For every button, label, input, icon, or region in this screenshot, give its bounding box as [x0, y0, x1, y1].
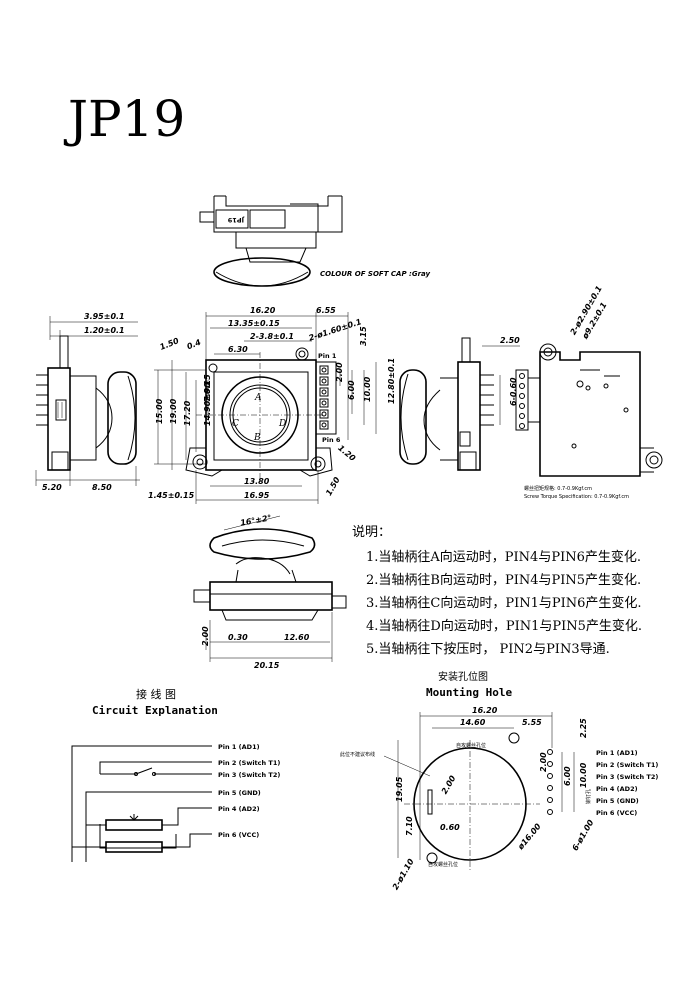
mount-pin: Pin 6 (VCC) [596, 809, 637, 817]
top-view: JP19 COLOUR OF SOFT CAP :Gray [199, 195, 431, 287]
screw-torque-en: Screw Torque Specification: 0.7-0.9Kgf.c… [524, 494, 629, 500]
circuit-pin: Pin 4 (AD2) [218, 805, 260, 813]
mount-dim-7-10: 7.10 [405, 816, 414, 836]
mount-pin: Pin 4 (AD2) [596, 785, 638, 793]
mount-dim-2-1-10: 2-ø1.10 [391, 857, 416, 891]
front-dim-6-55: 6.55 [316, 306, 336, 315]
circuit-title-cn: 接 线 图 [136, 687, 176, 701]
mount-dim-5-55: 5.55 [522, 718, 542, 727]
note-item: 5.当轴柄往下按压时， PIN2与PIN3导通. [366, 642, 610, 657]
top-view-part-label: JP19 [227, 216, 245, 224]
mount-dim-0-60: 0.60 [440, 823, 460, 832]
top-view-cap-colour: COLOUR OF SOFT CAP :Gray [320, 270, 431, 278]
notes: 说明： 1.当轴柄往A向运动时，PIN4与PIN6产生变化. 2.当轴柄往B向运… [352, 525, 642, 657]
front-dim-15-00: 15.00 [155, 398, 164, 424]
mount-dim-16-00: ø16.00 [515, 822, 543, 852]
left-view: 3.95±0.1 1.20±0.1 5.20 8.50 [35, 312, 140, 492]
front-dim-10-00: 10.00 [363, 376, 372, 402]
mount-dim-10-00: 10.00 [579, 762, 588, 788]
circuit-diagram: 接 线 图 Circuit Explanation Pin 1 (AD1) Pi… [71, 687, 280, 862]
mount-dim-2-00-a: 2.00 [539, 752, 548, 772]
note-item: 2.当轴柄往B向运动时，PIN4与PIN5产生变化. [366, 572, 641, 588]
direction-c: C [232, 419, 239, 429]
pcb-pin-row [515, 369, 529, 431]
mount-dim-6-1-00: 6-ø1.00 [571, 818, 596, 852]
mount-self-tap-bottom: 自攻螺丝孔位 [428, 861, 458, 868]
direction-d: D [278, 419, 286, 429]
side-dim-2-00: 2.00 [201, 626, 210, 646]
side-dim-0-30: 0.30 [228, 633, 248, 642]
mount-dim-2-00-b: 2.00 [440, 774, 458, 796]
right-view: 2.50 6-0.60 [399, 336, 520, 471]
mount-dim-6-00: 6.00 [563, 766, 572, 786]
front-dim-14-90: 14.90±0.15 [203, 374, 212, 426]
front-dim-13-80: 13.80 [244, 477, 270, 486]
front-dim-7-90: 7.90 [203, 382, 212, 402]
mount-pin: Pin 5 (GND) [596, 797, 639, 805]
note-item: 4.当轴柄往D向运动时，PIN1与PIN5产生变化. [366, 618, 642, 634]
front-dim-0-4: 0.4 [186, 337, 203, 351]
side-view: 16°±2° 2.00 0.30 12.60 20.15 [193, 513, 347, 670]
circuit-title-en: Circuit Explanation [92, 704, 218, 717]
front-dim-19-00: 19.00 [169, 398, 178, 424]
mount-no-wiring: 此位不建议布线 [340, 751, 375, 758]
front-dim-1-50-b: 1.50 [324, 475, 342, 497]
notes-heading: 说明： [352, 525, 391, 540]
circuit-pin: Pin 5 (GND) [218, 789, 261, 797]
direction-b: B [253, 433, 261, 443]
front-dim-16-95: 16.95 [244, 491, 270, 500]
circuit-pin: Pin 1 (AD1) [218, 743, 260, 751]
front-pin1-label: Pin 1 [318, 352, 337, 360]
mount-dim-19-05: 19.05 [395, 776, 404, 802]
mount-pin: Pin 1 (AD1) [596, 749, 638, 757]
note-item: 3.当轴柄往C向运动时，PIN1与PIN6产生变化. [366, 595, 642, 611]
mounting-hole-diagram: 安装孔位图 Mounting Hole 16.20 14.60 5.55 2.2… [340, 670, 658, 891]
right-dim-2-50: 2.50 [500, 336, 520, 345]
front-pin6-label: Pin 6 [322, 436, 341, 444]
note-item: 1.当轴柄往A向运动时，PIN4与PIN6产生变化. [366, 549, 641, 565]
front-dim-1-50: 1.50 [158, 336, 180, 352]
left-dim-1-20: 1.20±0.1 [84, 326, 125, 335]
front-view: A B C D Pin 1 Pin 6 16.20 6.55 13.35±0.1… [148, 306, 396, 504]
mount-pin-holes [547, 749, 553, 815]
mounting-title-cn: 安装孔位图 [438, 670, 488, 683]
front-dim-2-3-8: 2-3.8±0.1 [250, 332, 294, 341]
side-dim-12-60: 12.60 [284, 633, 310, 642]
right-dim-6-0-60: 6-0.60 [509, 377, 518, 406]
side-dim-16: 16°±2° [240, 513, 272, 527]
mount-dim-14-60: 14.60 [460, 718, 486, 727]
left-dim-8-50: 8.50 [92, 483, 112, 492]
front-dim-13-35: 13.35±0.15 [228, 319, 280, 328]
left-dim-3-95: 3.95±0.1 [84, 312, 125, 321]
front-dim-3-15: 3.15 [359, 326, 368, 346]
front-dim-6-30: 6.30 [228, 345, 248, 354]
pcb-view: 2-ø2.90±0.1 ø9.2±0.1 螺丝扭矩规格: 0.7-0.9Kgf.… [515, 284, 663, 500]
front-dim-16-20: 16.20 [250, 306, 276, 315]
front-dim-1-20: 1.20 [336, 443, 357, 463]
page-title: JP19 [63, 90, 185, 148]
front-pin-row [319, 365, 329, 430]
front-dim-17-20: 17.20 [183, 400, 192, 426]
front-dim-1-45: 1.45±0.15 [148, 491, 195, 500]
front-dim-2-00: 2.00 [335, 362, 344, 382]
mount-pin: Pin 2 (Switch T1) [596, 761, 658, 769]
mount-fixed-hole: 铆钉孔 [585, 789, 592, 804]
side-dim-20-15: 20.15 [254, 661, 280, 670]
mount-pin: Pin 3 (Switch T2) [596, 773, 658, 781]
mount-self-tap-top: 自攻螺丝孔位 [456, 742, 486, 749]
mounting-title-en: Mounting Hole [426, 686, 512, 699]
circuit-pin: Pin 6 (VCC) [218, 831, 259, 839]
mount-dim-16-20: 16.20 [472, 706, 498, 715]
circuit-pin: Pin 3 (Switch T2) [218, 771, 280, 779]
circuit-pin: Pin 2 (Switch T1) [218, 759, 280, 767]
screw-torque-cn: 螺丝扭矩规格: 0.7-0.9Kgf.cm [524, 485, 592, 492]
mount-dim-2-25: 2.25 [579, 718, 588, 738]
front-dim-6-00: 6.00 [347, 380, 356, 400]
left-dim-5-20: 5.20 [42, 483, 62, 492]
direction-a: A [254, 393, 262, 403]
front-dim-12-80: 12.80±0.1 [387, 358, 396, 404]
